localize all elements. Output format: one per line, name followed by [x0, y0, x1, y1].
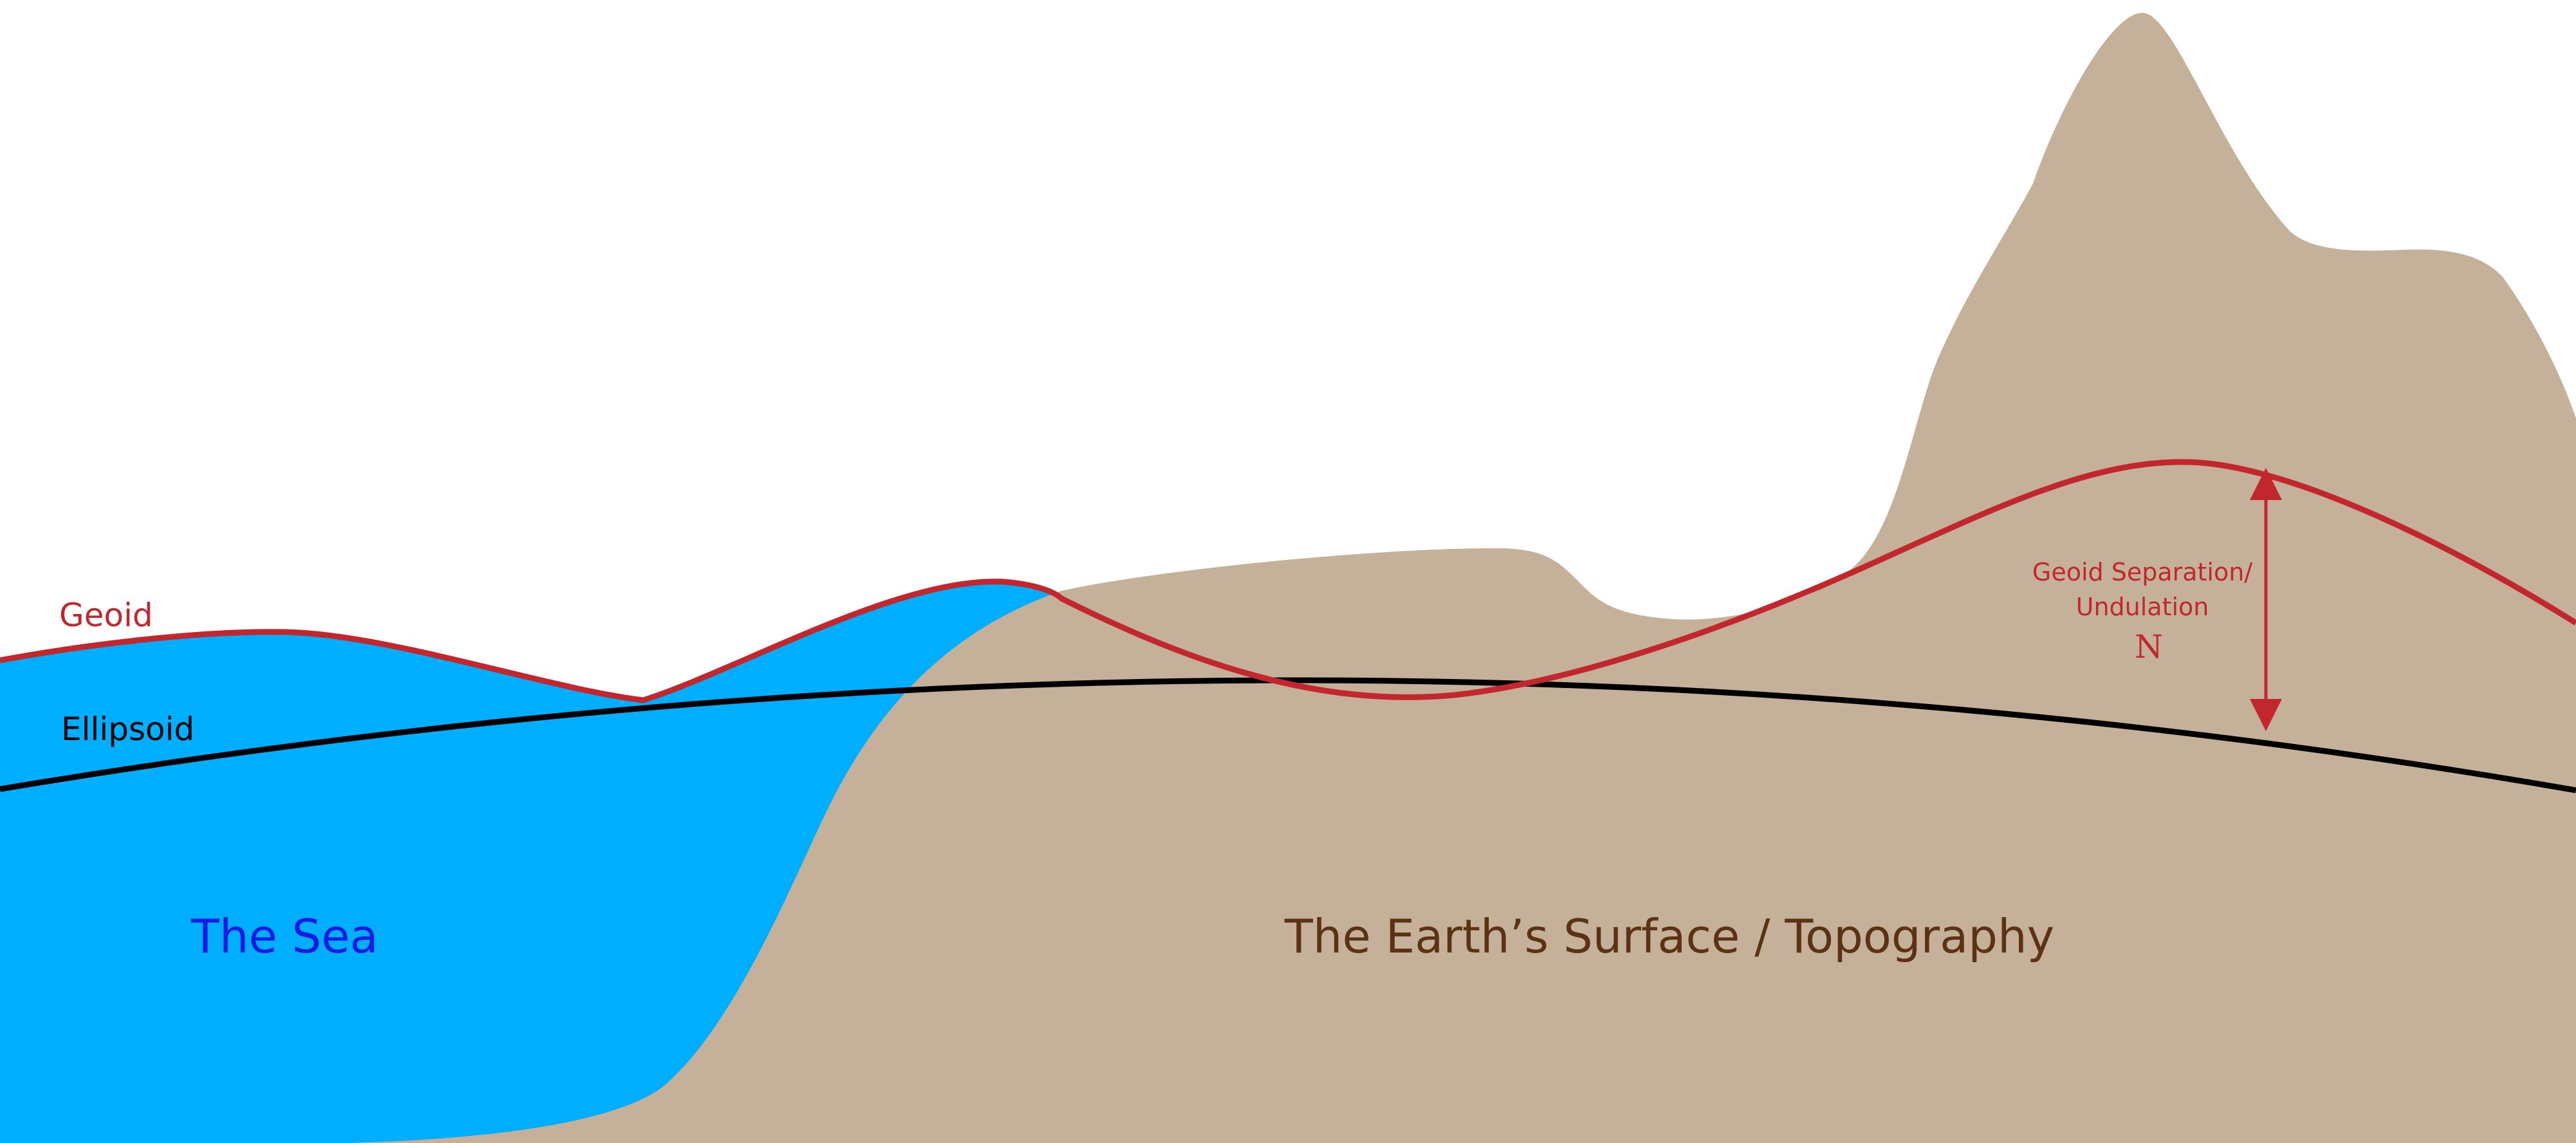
separation-label-line2: Undulation — [2076, 593, 2209, 621]
ellipsoid-line — [0, 677, 2576, 794]
surface-label: The Earth’s Surface / Topography — [1284, 909, 2054, 963]
separation-symbol-n: N — [2135, 628, 2163, 665]
separation-label-line1: Geoid Separation/ — [2032, 558, 2252, 586]
land-topography — [347, 13, 2576, 1143]
geoid-label: Geoid — [59, 597, 153, 634]
sea-label: The Sea — [190, 909, 378, 963]
ellipsoid-label: Ellipsoid — [61, 711, 194, 748]
geoid-line — [0, 459, 2576, 703]
